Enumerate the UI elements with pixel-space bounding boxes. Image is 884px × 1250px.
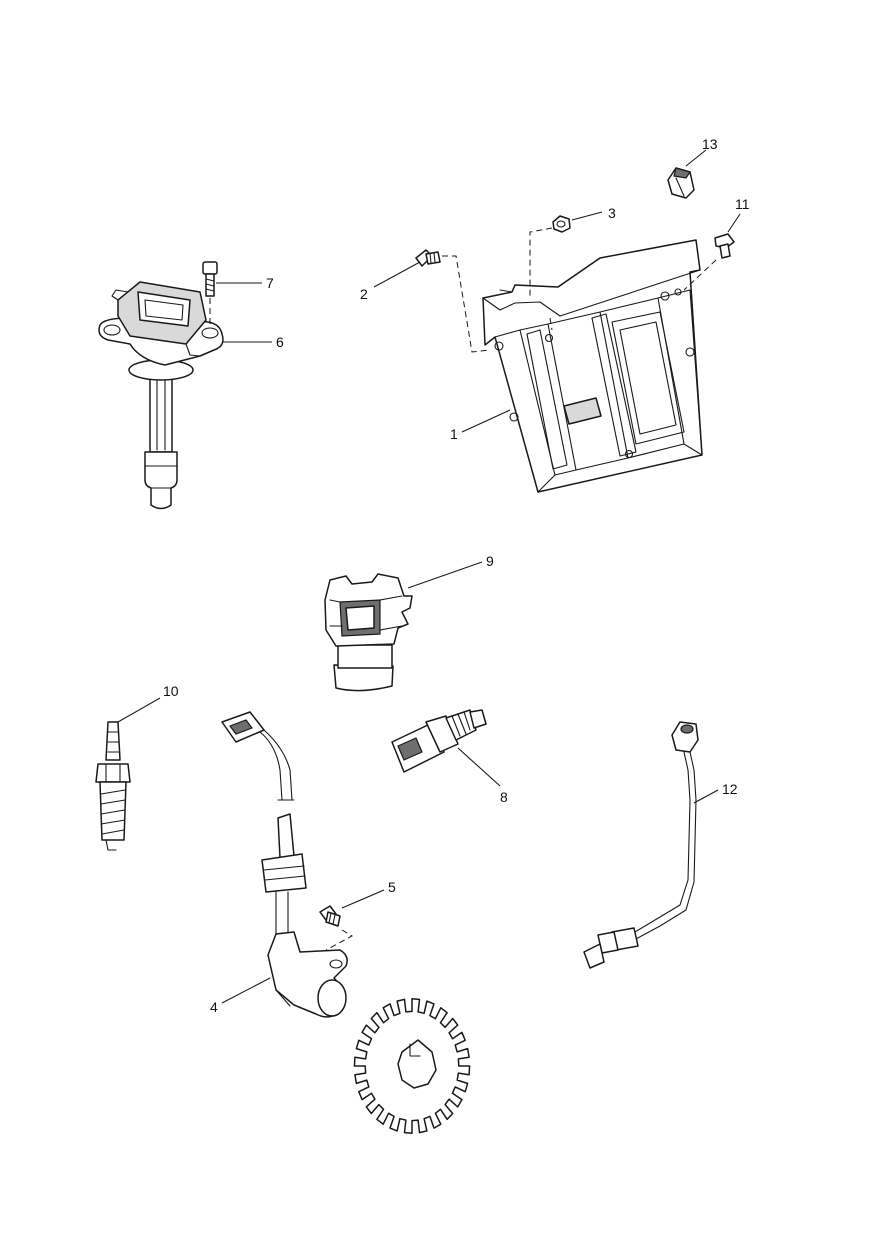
ecu-nut (529, 215, 571, 331)
leader-4 (221, 977, 271, 1004)
leader-11 (727, 213, 741, 233)
clip (667, 167, 695, 199)
leader-1 (461, 409, 511, 433)
leader-3 (571, 211, 603, 221)
leader-9 (407, 561, 483, 589)
ecu-screw (683, 233, 735, 291)
coil-bolt (202, 261, 218, 326)
callouts: 1 2 3 4 5 6 7 8 9 10 11 12 13 (163, 136, 750, 1015)
callout-7: 7 (266, 275, 274, 291)
callout-5: 5 (388, 879, 396, 895)
crank-sensor (221, 711, 348, 1018)
callout-2: 2 (360, 286, 368, 302)
leader-lines (117, 149, 741, 1004)
ignition-coil (98, 281, 224, 510)
connector (324, 573, 413, 692)
ecu-bolt (415, 249, 491, 353)
sensor-screw (319, 905, 354, 951)
leader-12 (693, 789, 719, 804)
callout-12: 12 (722, 781, 738, 797)
callout-8: 8 (500, 789, 508, 805)
ecu (482, 239, 703, 493)
callout-13: 13 (702, 136, 718, 152)
callout-3: 3 (608, 205, 616, 221)
leader-13 (685, 149, 707, 167)
leader-8 (457, 747, 501, 787)
reluctor-ring (353, 998, 471, 1134)
callout-6: 6 (276, 334, 284, 350)
temp-sensor (391, 709, 487, 773)
oxygen-sensor (583, 721, 699, 969)
callout-4: 4 (210, 999, 218, 1015)
callout-1: 1 (450, 426, 458, 442)
callout-11: 11 (735, 196, 750, 212)
leader-5 (341, 889, 385, 909)
callout-9: 9 (486, 553, 494, 569)
leader-2 (373, 261, 421, 288)
callout-10: 10 (163, 683, 179, 699)
spark-plug (95, 721, 131, 851)
leader-10 (117, 697, 161, 723)
